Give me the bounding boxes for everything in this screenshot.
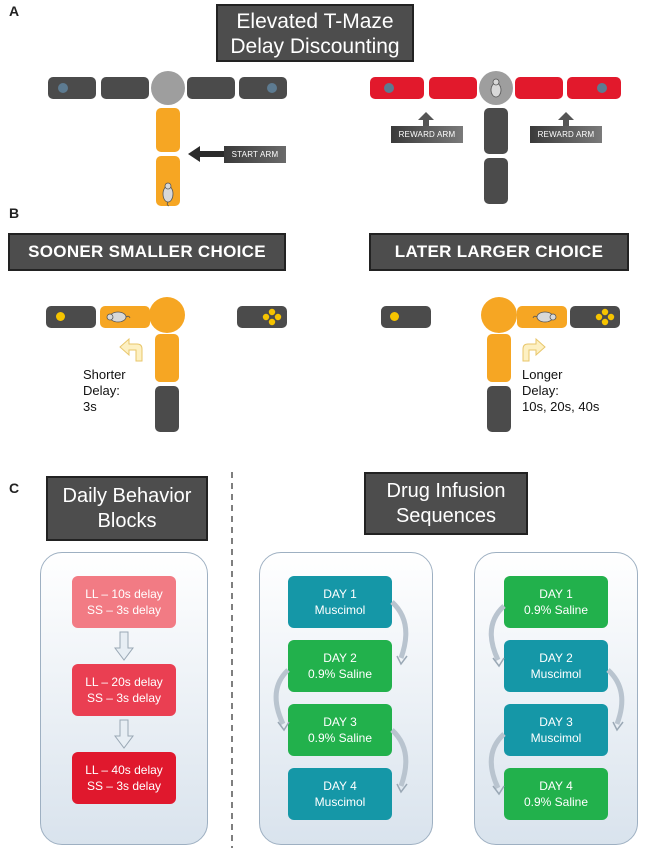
panel-letter-c: C — [9, 480, 20, 496]
dashed-divider — [231, 472, 233, 848]
sequence-2-day-3: DAY 3 Muscimol — [504, 704, 608, 756]
maze-stem-lower — [484, 158, 508, 204]
left-arrow-icon — [188, 146, 226, 162]
maze-arm-red-left-near — [429, 77, 477, 99]
food-pellet-icon — [56, 312, 65, 321]
reward-arm-label-left: REWARD ARM — [391, 126, 463, 143]
maze-stem-lower — [155, 386, 179, 432]
rat-icon — [162, 182, 174, 207]
maze-arm-right-far — [239, 77, 287, 99]
sequence-2-day-2-label: DAY 2 — [539, 651, 573, 665]
sequence-1-day-3: DAY 3 0.9% Saline — [288, 704, 392, 756]
maze-stem-upper — [156, 108, 180, 152]
sequence-1-day-3-label: DAY 3 — [323, 715, 357, 729]
maze-arm-left-near — [101, 77, 149, 99]
sequence-2-day-2-drug: Muscimol — [530, 667, 582, 681]
maze-hub — [151, 71, 185, 105]
sequence-2-day-2: DAY 2 Muscimol — [504, 640, 608, 692]
panel-letter-b: B — [9, 205, 20, 221]
daily-block-3-line2: SS – 3s delay — [86, 779, 162, 793]
sequence-2-day-1-drug: 0.9% Saline — [523, 603, 589, 617]
sequence-1-day-2: DAY 2 0.9% Saline — [288, 640, 392, 692]
maze-arm-small-reward — [381, 306, 431, 328]
start-arm-label: START ARM — [224, 146, 286, 163]
curved-arrow-icon — [522, 337, 546, 362]
daily-block-3-line1: LL – 40s delay — [85, 763, 163, 777]
daily-block-1-line1: LL – 10s delay — [85, 587, 163, 601]
sequence-1-day-1-label: DAY 1 — [323, 587, 357, 601]
reward-arm-label-right: REWARD ARM — [530, 126, 602, 143]
curved-arrow-icon — [119, 337, 143, 362]
maze-hub — [481, 297, 517, 333]
shorter-delay-text: Shorter Delay: 3s — [83, 367, 126, 414]
sequence-1-day-2-drug: 0.9% Saline — [307, 667, 373, 681]
maze-stem-lower — [487, 386, 511, 432]
blue-dot-icon — [267, 83, 277, 93]
food-pellets-icon — [262, 308, 282, 326]
later-larger-title: LATER LARGER CHOICE — [369, 233, 629, 271]
sequence-1-day-4-label: DAY 4 — [323, 779, 357, 793]
sequence-2-day-3-label: DAY 3 — [539, 715, 573, 729]
sequence-1-day-1-drug: Muscimol — [314, 603, 366, 617]
up-arrow-icon — [558, 112, 574, 128]
sequence-2-day-1-label: DAY 1 — [539, 587, 573, 601]
blue-dot-icon — [384, 83, 394, 93]
sooner-smaller-title: SOONER SMALLER CHOICE — [8, 233, 286, 271]
down-arrow-icon — [114, 631, 134, 661]
sequence-2-day-4: DAY 4 0.9% Saline — [504, 768, 608, 820]
sequence-1-day-4: DAY 4 Muscimol — [288, 768, 392, 820]
maze-stem-upper — [487, 334, 511, 382]
sequence-1-day-4-drug: Muscimol — [314, 795, 366, 809]
down-arrow-icon — [114, 719, 134, 749]
rat-icon — [106, 311, 131, 323]
rat-icon — [532, 311, 557, 323]
daily-block-2: LL – 20s delay SS – 3s delay — [72, 664, 176, 716]
sequence-1-day-1: DAY 1 Muscimol — [288, 576, 392, 628]
maze-arm-small-reward — [46, 306, 96, 328]
sequence-1-day-2-label: DAY 2 — [323, 651, 357, 665]
daily-block-2-line1: LL – 20s delay — [85, 675, 163, 689]
maze-arm-red-right-near — [515, 77, 563, 99]
maze-arm-right-near — [187, 77, 235, 99]
maze-arm-red-left-far — [370, 77, 424, 99]
maze-hub — [149, 297, 185, 333]
blue-dot-icon — [597, 83, 607, 93]
sequence-2-day-4-drug: 0.9% Saline — [523, 795, 589, 809]
sequence-2-day-1: DAY 1 0.9% Saline — [504, 576, 608, 628]
drug-infusion-title: Drug Infusion Sequences — [364, 472, 528, 535]
sequence-2-day-4-label: DAY 4 — [539, 779, 573, 793]
rat-icon — [490, 78, 502, 98]
maze-stem-upper — [484, 108, 508, 154]
curved-arrow-icon — [488, 604, 625, 796]
food-pellets-icon — [595, 308, 615, 326]
panel-a-title: Elevated T-Maze Delay Discounting — [216, 4, 414, 62]
maze-arm-left-far — [48, 77, 96, 99]
daily-behavior-title: Daily Behavior Blocks — [46, 476, 208, 541]
panel-letter-a: A — [9, 3, 20, 19]
longer-delay-text: Longer Delay: 10s, 20s, 40s — [522, 367, 600, 414]
food-pellet-icon — [390, 312, 399, 321]
blue-dot-icon — [58, 83, 68, 93]
daily-block-3: LL – 40s delay SS – 3s delay — [72, 752, 176, 804]
daily-block-1-line2: SS – 3s delay — [86, 603, 162, 617]
up-arrow-icon — [418, 112, 434, 128]
maze-stem-upper — [155, 334, 179, 382]
sequence-2-day-3-drug: Muscimol — [530, 731, 582, 745]
maze-arm-red-right-far — [567, 77, 621, 99]
daily-block-2-line2: SS – 3s delay — [86, 691, 162, 705]
daily-block-1: LL – 10s delay SS – 3s delay — [72, 576, 176, 628]
sequence-1-day-3-drug: 0.9% Saline — [307, 731, 373, 745]
curved-arrow-icon — [273, 600, 409, 794]
